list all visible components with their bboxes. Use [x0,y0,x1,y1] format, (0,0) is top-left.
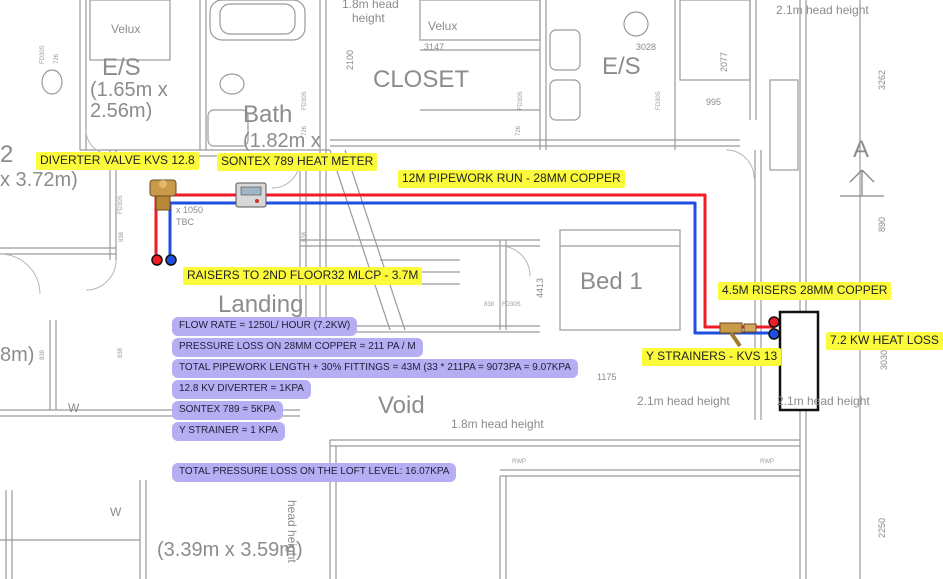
dim-838-a: 838 [119,231,125,242]
dim-fd30-e: FD30S [118,195,124,214]
dim-3262: 3262 [877,69,887,90]
dim-838-b: 838 [302,231,308,242]
calc-y-strainer: Y STRAINER = 1 KPA [172,422,285,441]
head-void-label: 1.8m head height [451,417,544,431]
room-bed2-dims: x 3.72m) [0,169,78,191]
calc-pressure-loss-copper: PRESSURE LOSS ON 28MM COPPER = 211 PA / … [172,338,423,357]
label-heat-meter: SONTEX 789 HEAT METER [217,153,378,171]
unit-flow-cap [768,316,780,328]
dim-838-c: 838 [484,302,495,308]
dim-3028: 3028 [636,42,657,52]
y-strainer-icon [719,322,757,348]
room-left-dims: 8m) [0,344,35,366]
label-diverter-valve: DIVERTER VALVE KVS 12.8 [36,152,199,170]
north-letter: A [853,136,870,163]
label-raisers: RAISERS TO 2ND FLOOR32 MLCP - 3.7M [183,267,423,285]
window-mark-2: W [110,505,122,519]
dim-fd30-d: FD30S [656,91,662,110]
room-bed1-name: Bed 1 [580,268,643,295]
riser-return-cap [165,254,177,266]
room-bed2-name: 2 [0,141,14,168]
room-es-left-dims2: 2.56m) [90,100,153,122]
rwp-label-1: RWP [512,459,526,465]
diverter-valve-icon [149,179,177,211]
unit-return-cap [768,328,780,340]
dim-3030: 3030 [879,349,889,370]
room-void-name: Void [378,392,425,419]
dim-726-b: 726 [302,125,308,136]
room-bath-dims: (1.82m x [243,130,321,152]
room-es-right-name: E/S [602,53,641,80]
dim-838-d: 838 [118,347,124,358]
calc-total-pressure-loss: TOTAL PRESSURE LOSS ON THE LOFT LEVEL: 1… [172,463,457,482]
heat-loss-unit [778,310,820,412]
head-top-left-line2: height [352,11,385,25]
dim-1175: 1175 [597,372,617,382]
heat-meter-icon [235,182,267,208]
dim-838-e: 838 [40,349,46,360]
room-bath-name: Bath [243,101,293,128]
dim-x1050: x 1050 [176,205,204,215]
riser-flow-cap [151,254,163,266]
head-right-edge-label: 2.1m head height [777,394,870,408]
dim-2077: 2077 [719,51,729,72]
velux-left-label: Velux [111,22,141,36]
dim-3147: 3147 [424,42,445,52]
room-es-left-dims1: (1.65m x [90,79,168,101]
head-top-left-line1: 1.8m head [342,0,399,11]
head-vertical-label: head height [285,500,299,563]
dim-4413: 4413 [535,277,545,298]
room-bottom-dims: (3.39m x 3.59m) [157,539,303,561]
window-mark-1: W [68,401,80,415]
dim-890: 890 [877,216,887,232]
room-closet-name: CLOSET [373,66,470,93]
head-bed-right-label: 2.1m head height [637,394,730,408]
dim-2100: 2100 [345,49,355,70]
room-es-left-name: E/S [102,54,141,81]
dim-fd30-a: FD30S [40,45,46,64]
dim-fd30-b: FD30S [302,91,308,110]
dim-fd30-c: FD30S [518,91,524,110]
label-risers: 4.5M RISERS 28MM COPPER [718,282,892,300]
calc-sontex: SONTEX 789 = 5KPA [172,401,283,420]
dim-fd30-f: FD30S [502,302,521,308]
calc-flow-rate: FLOW RATE = 1250L/ HOUR (7.2KW) [172,317,358,336]
north-arrow-icon [840,169,884,197]
dim-726-a: 726 [54,53,60,64]
label-pipework-run: 12M PIPEWORK RUN - 28MM COPPER [398,170,625,188]
label-heat-loss: 7.2 KW HEAT LOSS [826,332,943,350]
label-y-strainers: Y STRAINERS - KVS 13 [642,348,782,366]
room-landing-name: Landing [218,291,304,318]
calc-diverter: 12.8 KV DIVERTER = 1KPA [172,380,311,399]
dim-tbc: TBC [176,217,194,227]
dim-2250: 2250 [877,517,887,538]
rwp-label-2: RWP [760,459,774,465]
dim-726-c: 726 [516,125,522,136]
dim-995: 995 [706,97,722,107]
velux-mid-label: Velux [428,19,458,33]
head-top-right-label: 2.1m head height [776,3,869,17]
calc-total-pipework: TOTAL PIPEWORK LENGTH + 30% FITTINGS = 4… [172,359,579,378]
